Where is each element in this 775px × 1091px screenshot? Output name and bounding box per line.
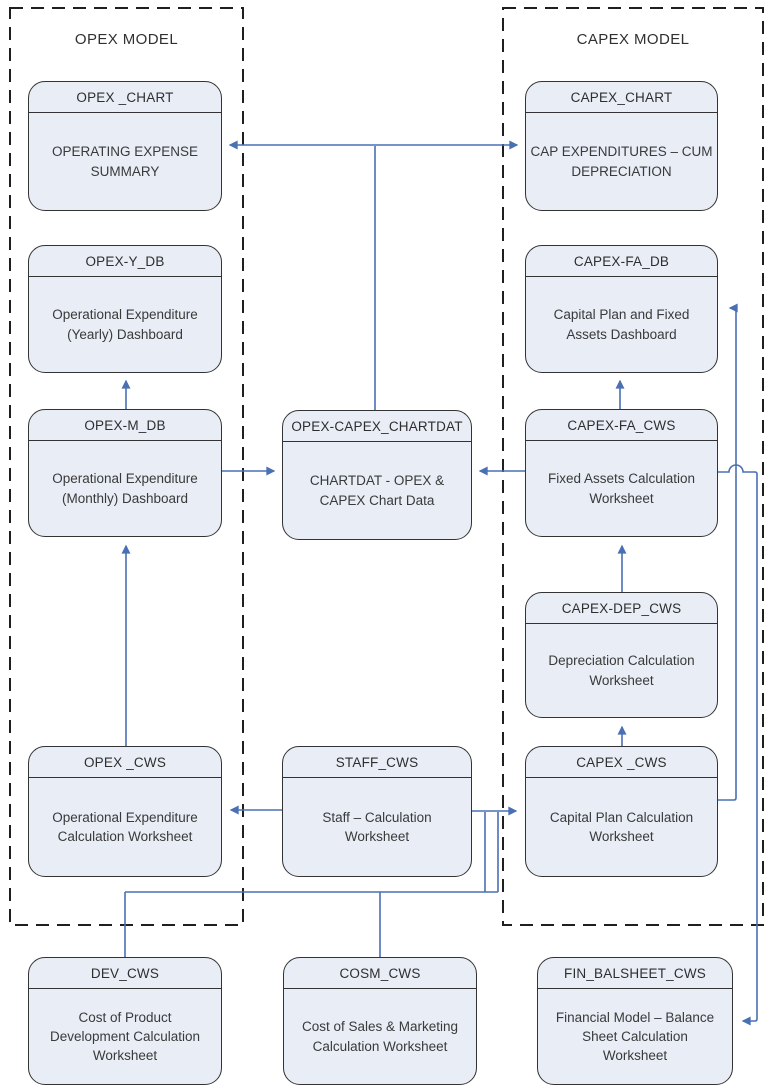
node-fin-balsheet-cws-id: FIN_BALSHEET_CWS xyxy=(538,958,732,989)
node-cosm-cws-label: Cost of Sales & Marketing Calculation Wo… xyxy=(301,1019,459,1054)
node-capex-chart-label: CAP EXPENDITURES – CUM DEPRECIATION xyxy=(530,144,713,179)
node-capex-cws: CAPEX _CWS Capital Plan Calculation Work… xyxy=(525,746,718,877)
capex-model-frame xyxy=(502,7,764,926)
node-dev-cws-label: Cost of Product Development Calculation … xyxy=(49,1009,201,1064)
node-staff-cws-label: Staff – Calculation Worksheet xyxy=(322,809,432,844)
node-cosm-cws: COSM_CWS Cost of Sales & Marketing Calcu… xyxy=(283,957,477,1085)
node-opex-y-db: OPEX-Y_DB Operational Expenditure (Yearl… xyxy=(28,245,222,373)
node-opex-m-db: OPEX-M_DB Operational Expenditure (Month… xyxy=(28,409,222,537)
node-opex-capex-chartdat-id: OPEX-CAPEX_CHARTDAT xyxy=(283,411,471,442)
node-fin-balsheet-cws-label: Financial Model – Balance Sheet Calculat… xyxy=(555,1009,715,1064)
node-dev-cws-id: DEV_CWS xyxy=(29,958,221,989)
node-fin-balsheet-cws: FIN_BALSHEET_CWS Financial Model – Balan… xyxy=(537,957,733,1085)
node-opex-chart: OPEX _CHART OPERATING EXPENSE SUMMARY xyxy=(28,81,222,211)
node-capex-fa-cws-id: CAPEX-FA_CWS xyxy=(526,410,717,441)
node-capex-fa-cws-label: Fixed Assets Calculation Worksheet xyxy=(547,471,696,506)
capex-model-title: CAPEX MODEL xyxy=(576,31,690,48)
node-opex-m-db-label: Operational Expenditure (Monthly) Dashbo… xyxy=(52,471,198,506)
node-capex-fa-db-id: CAPEX-FA_DB xyxy=(526,246,717,277)
node-capex-chart-id: CAPEX_CHART xyxy=(526,82,717,113)
node-dev-cws: DEV_CWS Cost of Product Development Calc… xyxy=(28,957,222,1085)
node-capex-fa-db: CAPEX-FA_DB Capital Plan and Fixed Asset… xyxy=(525,245,718,373)
node-staff-cws: STAFF_CWS Staff – Calculation Worksheet xyxy=(282,746,472,877)
node-opex-y-db-id: OPEX-Y_DB xyxy=(29,246,221,277)
node-capex-fa-cws: CAPEX-FA_CWS Fixed Assets Calculation Wo… xyxy=(525,409,718,537)
node-opex-cws-id: OPEX _CWS xyxy=(29,747,221,778)
node-capex-chart: CAPEX_CHART CAP EXPENDITURES – CUM DEPRE… xyxy=(525,81,718,211)
node-capex-cws-label: Capital Plan Calculation Worksheet xyxy=(549,809,694,844)
connector-capexfacws-to-finbalsheet xyxy=(718,464,758,1026)
node-capex-dep-cws-id: CAPEX-DEP_CWS xyxy=(526,593,717,624)
node-capex-fa-db-label: Capital Plan and Fixed Assets Dashboard xyxy=(553,307,690,342)
node-opex-chart-id: OPEX _CHART xyxy=(29,82,221,113)
node-opex-chart-label: OPERATING EXPENSE SUMMARY xyxy=(51,144,199,179)
node-capex-dep-cws-label: Depreciation Calculation Worksheet xyxy=(548,653,695,688)
node-opex-capex-chartdat: OPEX-CAPEX_CHARTDAT CHARTDAT - OPEX & CA… xyxy=(282,410,472,540)
opex-model-frame xyxy=(9,7,244,926)
node-cosm-cws-id: COSM_CWS xyxy=(284,958,476,989)
node-staff-cws-id: STAFF_CWS xyxy=(283,747,471,778)
node-opex-y-db-label: Operational Expenditure (Yearly) Dashboa… xyxy=(52,307,198,342)
node-capex-cws-id: CAPEX _CWS xyxy=(526,747,717,778)
node-opex-cws-label: Operational Expenditure Calculation Work… xyxy=(52,809,198,844)
connector-capexcws-to-capexfadb xyxy=(718,303,738,801)
node-capex-dep-cws: CAPEX-DEP_CWS Depreciation Calculation W… xyxy=(525,592,718,718)
node-opex-cws: OPEX _CWS Operational Expenditure Calcul… xyxy=(28,746,222,877)
node-opex-capex-chartdat-label: CHARTDAT - OPEX & CAPEX Chart Data xyxy=(309,473,445,508)
node-opex-m-db-id: OPEX-M_DB xyxy=(29,410,221,441)
opex-model-title: OPEX MODEL xyxy=(74,31,179,48)
